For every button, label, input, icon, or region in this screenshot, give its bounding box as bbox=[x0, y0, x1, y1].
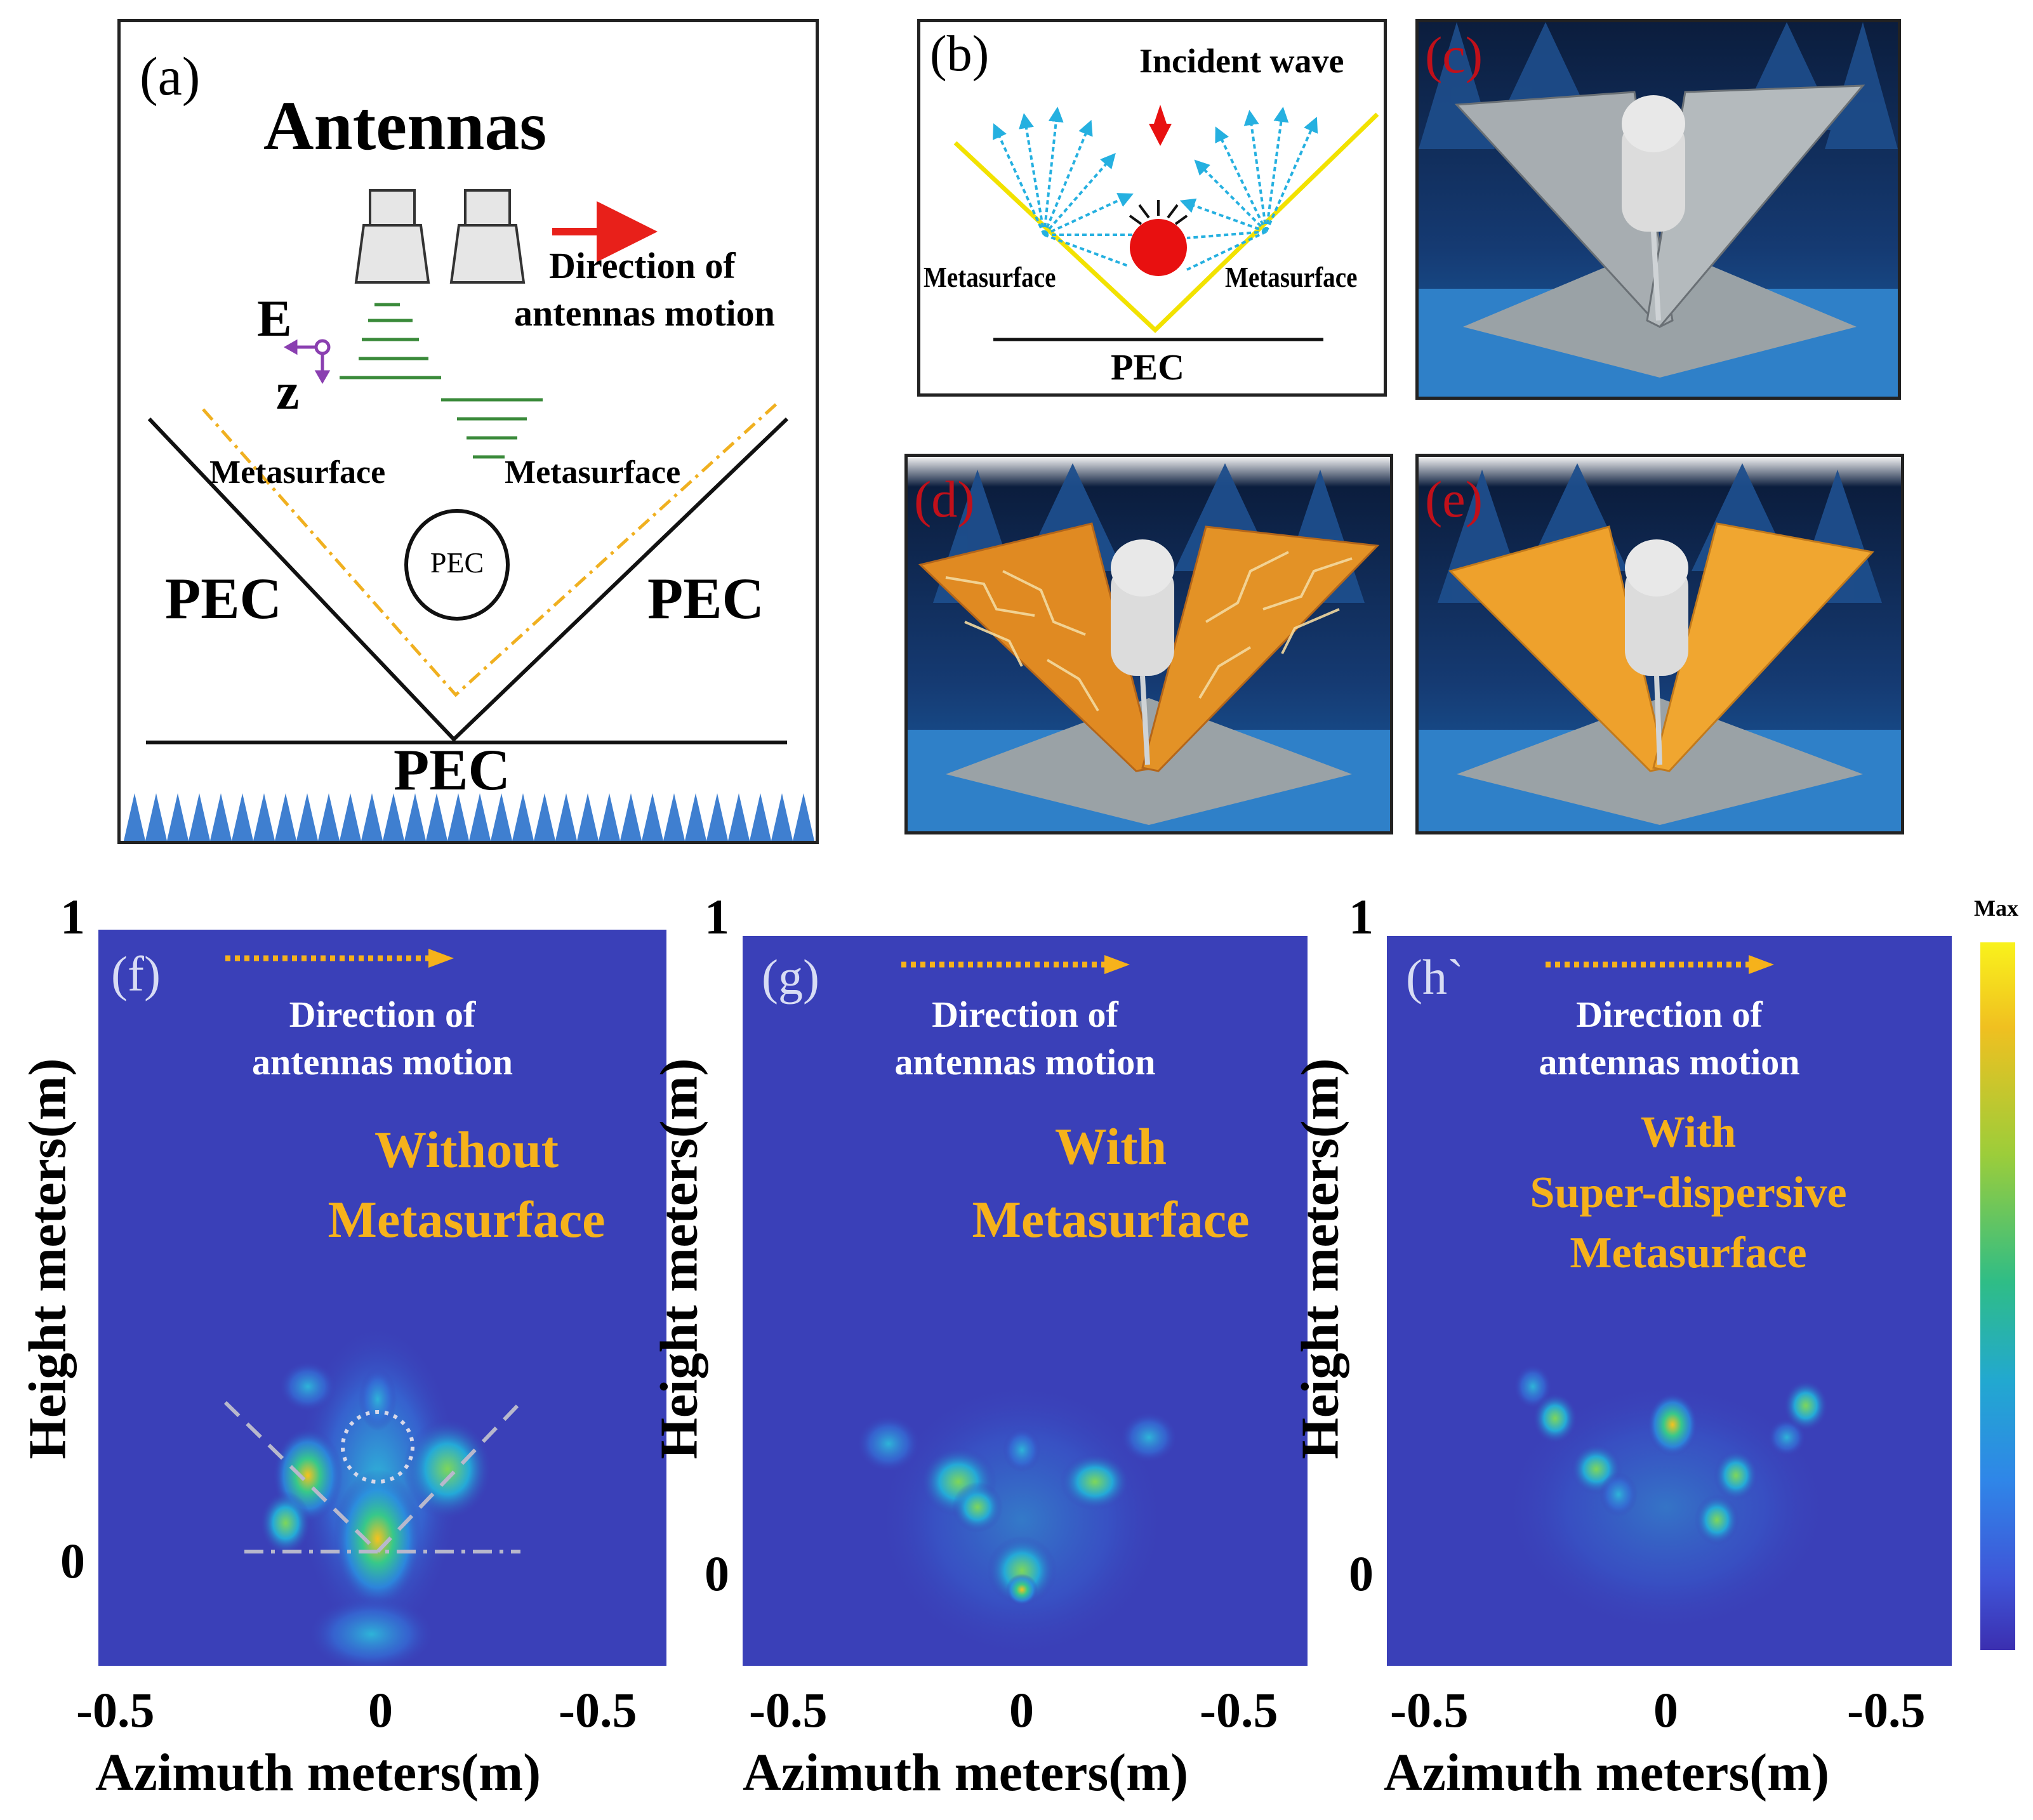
y-tick-bottom: 0 bbox=[1349, 1546, 1374, 1601]
panel-a-label: (a) bbox=[140, 46, 201, 107]
pec-label-bottom: PEC bbox=[394, 737, 510, 802]
scatter-rays bbox=[993, 107, 1318, 271]
motion-caption-line2: antennas motion bbox=[252, 1041, 513, 1083]
y-tick-bottom: 0 bbox=[60, 1533, 85, 1588]
photo-d-illustration bbox=[908, 457, 1390, 831]
antenna-horn-right bbox=[449, 189, 526, 284]
x-axis-label: Azimuth meters(m) bbox=[95, 1743, 541, 1802]
pec-label-left: PEC bbox=[165, 566, 282, 631]
panel-a-title: Antennas bbox=[263, 87, 547, 164]
pec-label-right: PEC bbox=[647, 566, 764, 631]
x-tick-left: -0.5 bbox=[76, 1682, 155, 1738]
x-tick-center: 0 bbox=[1009, 1682, 1034, 1738]
x-axis-label: Azimuth meters(m) bbox=[1384, 1743, 1830, 1802]
caption-line3: Metasurface bbox=[1570, 1229, 1807, 1277]
x-tick-center: 0 bbox=[368, 1682, 393, 1738]
wave-lines bbox=[340, 303, 543, 459]
panel-b-drawing bbox=[953, 105, 1379, 341]
y-tick-top: 1 bbox=[1349, 889, 1374, 944]
motion-text-line1: Direction of bbox=[549, 245, 736, 286]
motion-text-line2: antennas motion bbox=[514, 293, 775, 334]
photo-panel-c: (c) bbox=[1415, 19, 1901, 400]
sar-panel-label: (g) bbox=[762, 949, 819, 1005]
x-tick-left: -0.5 bbox=[749, 1682, 828, 1738]
incident-wave-label: Incident wave bbox=[1139, 42, 1344, 80]
sar-g-intensity bbox=[857, 955, 1177, 1659]
panel-a: (a) Antennas Direction of antennas motio… bbox=[117, 19, 819, 844]
photo-panel-e: (e) bbox=[1415, 454, 1904, 834]
caption-line2: Super-dispersive bbox=[1530, 1168, 1847, 1217]
sar-image-h: (h` Direction of antennas motion With Su… bbox=[1387, 936, 1952, 1666]
photo-d-label: (d) bbox=[914, 470, 975, 528]
photo-e-label: (e) bbox=[1425, 470, 1483, 528]
target-sphere bbox=[1130, 219, 1187, 276]
colorbar bbox=[1980, 942, 2015, 1650]
absorber-cones bbox=[124, 793, 814, 841]
x-tick-right: -0.5 bbox=[559, 1682, 637, 1738]
panel-b-label: (b) bbox=[930, 26, 990, 82]
photo-c-label: (c) bbox=[1425, 26, 1483, 84]
motion-caption-line1: Direction of bbox=[289, 994, 476, 1035]
panel-b: (b) Incident wave Metasurface Metasurfac… bbox=[917, 19, 1387, 397]
pec-label: PEC bbox=[1111, 346, 1184, 388]
caption-line1: Without bbox=[374, 1121, 559, 1178]
x-tick-center: 0 bbox=[1653, 1682, 1678, 1738]
e-field-label: E bbox=[257, 289, 292, 347]
y-axis-label: Height meters(m) bbox=[649, 1058, 709, 1460]
sar-panel-label: (f) bbox=[111, 946, 161, 1001]
x-tick-right: -0.5 bbox=[1847, 1682, 1926, 1738]
e-field-axes-icon bbox=[283, 339, 331, 385]
y-tick-top: 1 bbox=[705, 889, 729, 944]
caption-line2: Metasurface bbox=[972, 1190, 1250, 1248]
motion-caption-line2: antennas motion bbox=[894, 1041, 1156, 1083]
x-tick-left: -0.5 bbox=[1390, 1682, 1469, 1738]
metasurface-label-left: Metasurface bbox=[209, 454, 386, 491]
y-tick-bottom: 0 bbox=[705, 1546, 729, 1601]
x-axis-label: Azimuth meters(m) bbox=[743, 1743, 1189, 1802]
caption-line2: Metasurface bbox=[328, 1190, 606, 1248]
caption-line1: With bbox=[1640, 1108, 1737, 1157]
sar-h-intensity bbox=[1501, 955, 1831, 1634]
pec-cylinder-label: PEC bbox=[430, 546, 484, 579]
sar-panel-f: Height meters(m) 1 0 (f) Direction bbox=[0, 876, 673, 1820]
sar-panel-label: (h` bbox=[1406, 949, 1464, 1005]
panel-a-drawing bbox=[124, 189, 814, 841]
photo-panel-d: (d) bbox=[904, 454, 1393, 834]
motion-caption-line2: antennas motion bbox=[1539, 1041, 1800, 1083]
x-tick-right: -0.5 bbox=[1200, 1682, 1278, 1738]
y-axis-label: Height meters(m) bbox=[1290, 1058, 1350, 1460]
photo-e-illustration bbox=[1419, 457, 1901, 831]
caption-line1: With bbox=[1054, 1118, 1167, 1175]
incident-arrow bbox=[1149, 105, 1172, 146]
sphere-scatter-arrows bbox=[1129, 200, 1188, 225]
sar-image-g: (g) Direction of antennas motion With Me… bbox=[743, 936, 1308, 1666]
metasurface-label-right: Metasurface bbox=[1225, 261, 1358, 293]
colorbar-max-label: Max bbox=[1974, 895, 2018, 921]
antenna-horn-left bbox=[354, 189, 430, 284]
y-tick-top: 1 bbox=[60, 889, 85, 944]
sar-image-f: (f) Direction of antennas motion Without… bbox=[98, 930, 666, 1666]
metasurface-v bbox=[953, 112, 1379, 333]
metasurface-label-left: Metasurface bbox=[924, 261, 1056, 293]
pec-cylinder bbox=[404, 509, 510, 621]
sar-f-intensity bbox=[223, 949, 526, 1666]
motion-caption-line1: Direction of bbox=[1576, 994, 1763, 1035]
motion-caption-line1: Direction of bbox=[932, 994, 1118, 1035]
sar-panel-h: Height meters(m) 1 0 (h` Direction of an… bbox=[1291, 876, 2033, 1820]
y-axis-label: Height meters(m) bbox=[18, 1058, 77, 1460]
photo-c-illustration bbox=[1419, 22, 1898, 397]
metasurface-label-right: Metasurface bbox=[505, 454, 681, 491]
z-axis-label: z bbox=[276, 362, 300, 420]
metasurface-dash-lines bbox=[202, 402, 779, 697]
sar-panel-g: Height meters(m) 1 0 (g) Direction of an… bbox=[650, 876, 1314, 1820]
pec-v-walls bbox=[147, 417, 789, 742]
